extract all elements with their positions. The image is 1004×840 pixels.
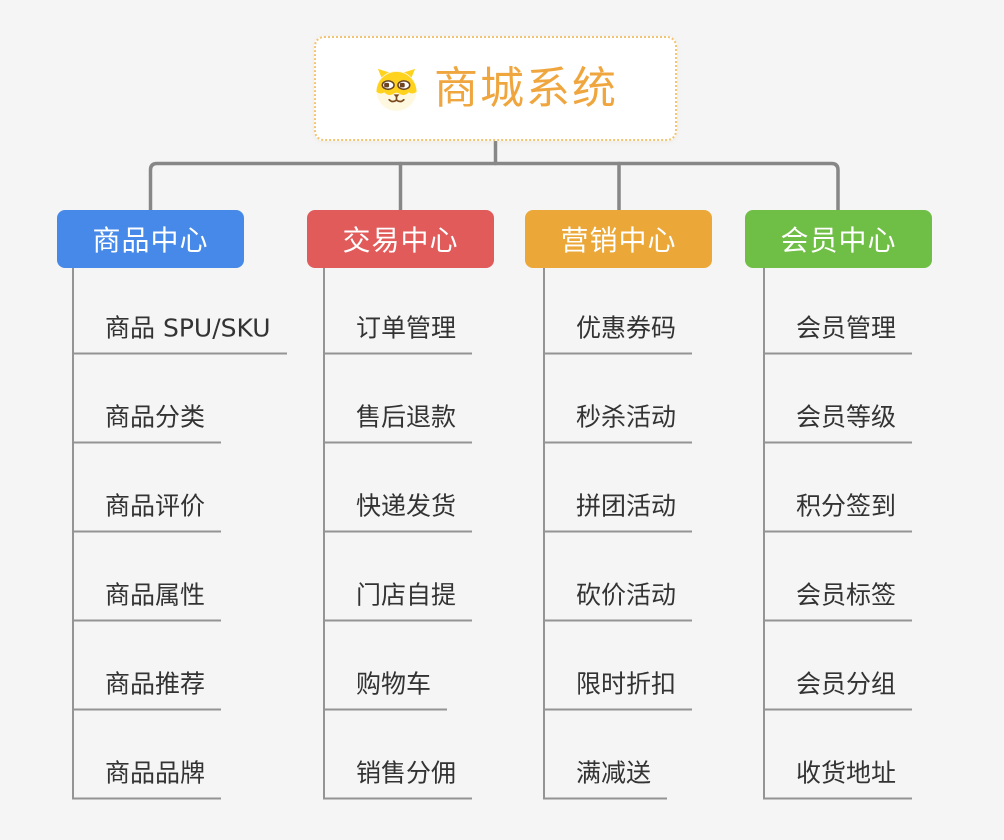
- sub-item[interactable]: 售后退款: [323, 402, 473, 443]
- sub-item[interactable]: 秒杀活动: [543, 402, 693, 443]
- sub-item[interactable]: 快递发货: [323, 491, 473, 532]
- sub-item[interactable]: 砍价活动: [543, 580, 693, 621]
- sub-item[interactable]: 订单管理: [323, 313, 473, 354]
- branch-label: 商品中心: [92, 224, 209, 257]
- root-node[interactable]: 商城系统: [314, 36, 677, 141]
- sub-item[interactable]: 会员标签: [763, 580, 913, 621]
- sub-item[interactable]: 商品属性: [72, 580, 222, 621]
- sub-item[interactable]: 商品 SPU/SKU: [72, 313, 287, 354]
- sub-item[interactable]: 优惠券码: [543, 313, 693, 354]
- sub-item[interactable]: 拼团活动: [543, 491, 693, 532]
- root-title: 商城系统: [434, 62, 618, 114]
- shiba-dog-icon: [376, 68, 417, 112]
- sub-item[interactable]: 商品评价: [72, 491, 222, 532]
- sub-item[interactable]: 限时折扣: [543, 669, 693, 710]
- sub-item[interactable]: 收货地址: [763, 758, 913, 799]
- sub-item[interactable]: 会员等级: [763, 402, 913, 443]
- sub-item[interactable]: 门店自提: [323, 580, 473, 621]
- branch-label: 会员中心: [780, 224, 897, 257]
- branch-label: 交易中心: [342, 224, 459, 257]
- branch-node-product-center[interactable]: 商品中心: [57, 210, 244, 268]
- sub-item[interactable]: 会员管理: [763, 313, 913, 354]
- branch-node-marketing-center[interactable]: 营销中心: [525, 210, 712, 268]
- sub-item[interactable]: 销售分佣: [323, 758, 473, 799]
- branch-node-member-center[interactable]: 会员中心: [745, 210, 932, 268]
- sub-item[interactable]: 积分签到: [763, 491, 913, 532]
- sub-item[interactable]: 会员分组: [763, 669, 913, 710]
- sub-item[interactable]: 商品推荐: [72, 669, 222, 710]
- sub-item[interactable]: 商品品牌: [72, 758, 222, 799]
- branch-spine: [72, 268, 74, 799]
- sub-item[interactable]: 商品分类: [72, 402, 222, 443]
- branch-spine: [763, 268, 765, 799]
- branch-spine: [543, 268, 545, 799]
- branch-node-trade-center[interactable]: 交易中心: [307, 210, 494, 268]
- branch-label: 营销中心: [560, 224, 677, 257]
- sub-item[interactable]: 满减送: [543, 758, 668, 799]
- sub-item[interactable]: 购物车: [323, 669, 448, 710]
- branch-spine: [323, 268, 325, 799]
